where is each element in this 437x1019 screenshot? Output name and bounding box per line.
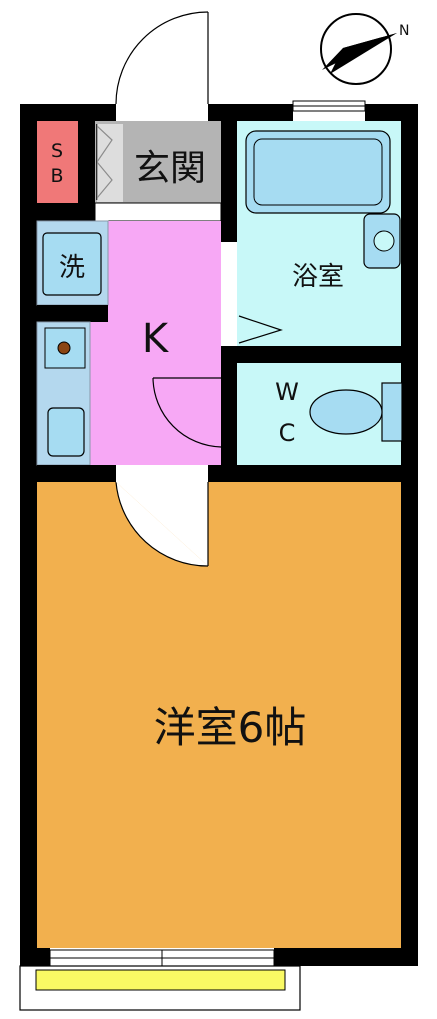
wall-western-door-gap bbox=[116, 465, 208, 482]
compass-needle-tail bbox=[330, 33, 397, 74]
room-wc-label-line2: C bbox=[279, 419, 296, 447]
room-sb-label-line1: S bbox=[51, 140, 63, 162]
wall-bath-wc bbox=[221, 346, 401, 363]
room-bath-label: 浴室 bbox=[292, 262, 344, 292]
room-genkan-label: 玄関 bbox=[134, 148, 206, 189]
room-sb bbox=[37, 121, 78, 203]
kitchen-door bbox=[152, 377, 222, 448]
wall-washer-bottom bbox=[37, 305, 108, 322]
wall-western-top bbox=[37, 465, 401, 482]
kitchen-sink bbox=[47, 407, 85, 457]
compass: N bbox=[320, 13, 409, 85]
genkan-step bbox=[94, 202, 222, 222]
entrance-door bbox=[115, 11, 209, 105]
stove-burner-icon bbox=[57, 341, 71, 355]
wall-kitchen-top bbox=[37, 203, 95, 221]
washer-box bbox=[42, 232, 102, 296]
wall-center-opening bbox=[221, 242, 237, 346]
toilet-icon bbox=[309, 382, 403, 442]
bath-window bbox=[292, 100, 366, 112]
balcony bbox=[19, 965, 301, 1011]
room-western bbox=[37, 482, 401, 948]
bath-door bbox=[238, 315, 283, 344]
room-wc-label-line1: W bbox=[275, 378, 299, 406]
room-washer-label: 洗 bbox=[59, 253, 85, 283]
western-door bbox=[115, 481, 209, 567]
wall-sb-right bbox=[78, 121, 95, 221]
room-kitchen-label: K bbox=[142, 316, 170, 362]
balcony-window bbox=[49, 949, 275, 967]
room-sb-label-line2: B bbox=[50, 165, 63, 187]
bathtub-inner bbox=[253, 138, 383, 206]
compass-north-label: N bbox=[399, 23, 409, 39]
room-western-label: 洋室6帖 bbox=[154, 703, 307, 752]
genkan-closet-door bbox=[96, 124, 123, 202]
bath-sink-bowl bbox=[373, 230, 395, 252]
outer-walls bbox=[20, 104, 418, 966]
